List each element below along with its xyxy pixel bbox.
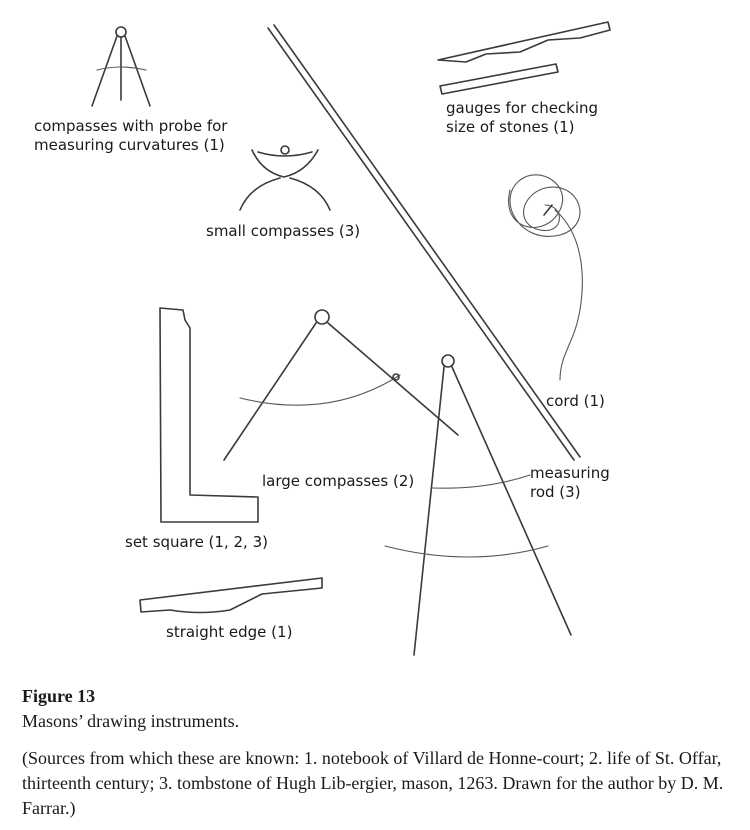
small-compasses-drawing xyxy=(239,145,331,211)
cord-drawing xyxy=(508,174,583,381)
measuring-rod-compasses-drawing xyxy=(384,354,572,656)
gauges-drawing xyxy=(437,21,611,95)
figure-subtitle: Masons’ drawing instruments. xyxy=(22,711,240,731)
label-cord: cord (1) xyxy=(546,392,605,410)
label-straight-edge: straight edge (1) xyxy=(166,623,293,641)
figure-note: (Sources from which these are known: 1. … xyxy=(22,748,724,818)
set-square-drawing xyxy=(159,307,259,523)
large-compasses-drawing xyxy=(223,309,459,461)
measuring-rod-drawing xyxy=(267,24,581,461)
compasses-with-probe-drawing xyxy=(91,26,151,107)
label-large-compasses: large compasses (2) xyxy=(262,472,415,490)
label-set-square: set square (1, 2, 3) xyxy=(125,533,268,551)
label-small-compasses: small compasses (3) xyxy=(206,222,361,240)
instruments-illustration xyxy=(91,21,611,656)
straight-edge-drawing xyxy=(139,577,323,614)
figure-title: Figure 13 xyxy=(22,686,96,706)
